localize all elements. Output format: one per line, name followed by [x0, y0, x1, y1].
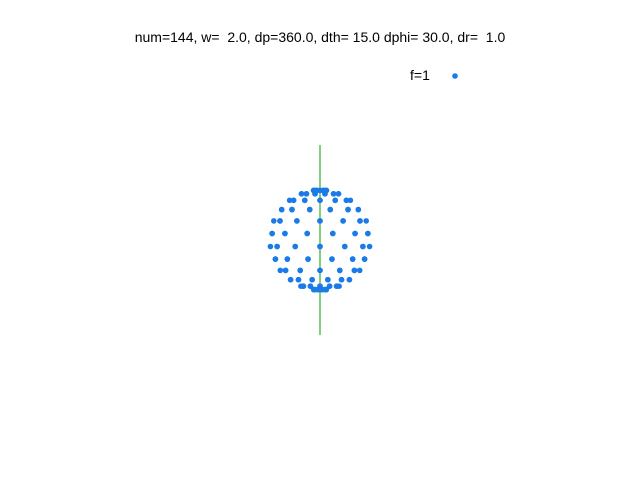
- data-point: [327, 206, 334, 213]
- data-point: [346, 276, 353, 283]
- data-point: [295, 276, 302, 283]
- data-point: [337, 267, 343, 274]
- data-point: [282, 230, 288, 237]
- data-point: [325, 276, 331, 283]
- legend-label: f=1: [410, 67, 430, 83]
- data-point: [338, 276, 345, 283]
- data-point: [317, 267, 323, 274]
- data-point: [360, 243, 366, 250]
- data-point: [277, 267, 284, 274]
- data-point: [303, 191, 310, 197]
- data-point: [330, 191, 337, 197]
- data-point: [329, 256, 335, 262]
- data-point: [302, 197, 308, 204]
- data-point: [333, 283, 340, 290]
- data-point: [269, 230, 275, 237]
- data-point: [366, 243, 373, 250]
- legend-marker: [452, 73, 458, 79]
- data-point: [290, 197, 297, 204]
- data-point: [317, 197, 323, 204]
- chart-title: num=144, w= 2.0, dp=360.0, dth= 15.0 dph…: [134, 29, 506, 45]
- data-point: [309, 276, 315, 283]
- data-point: [322, 191, 328, 197]
- data-point: [297, 267, 304, 274]
- data-point: [335, 191, 342, 197]
- data-point: [323, 286, 330, 293]
- data-point: [317, 218, 323, 224]
- data-point: [294, 218, 300, 224]
- data-point: [355, 206, 362, 213]
- data-point: [304, 230, 310, 237]
- data-point: [287, 276, 294, 283]
- data-point: [271, 218, 277, 224]
- data-point: [274, 243, 280, 250]
- data-point: [277, 218, 283, 224]
- data-point: [284, 256, 291, 262]
- data-point: [363, 218, 370, 224]
- data-point: [349, 256, 356, 262]
- data-point: [272, 256, 279, 262]
- data-point: [286, 197, 293, 204]
- data-point: [365, 230, 371, 237]
- data-point: [278, 206, 285, 213]
- data-point: [289, 206, 295, 213]
- data-point: [351, 267, 358, 274]
- data-point: [312, 191, 318, 197]
- data-point: [292, 243, 299, 250]
- data-point: [357, 218, 363, 224]
- data-point: [306, 206, 313, 213]
- data-point: [347, 197, 354, 204]
- data-point: [343, 197, 350, 204]
- data-point: [300, 283, 307, 290]
- data-point: [298, 191, 305, 197]
- data-point: [332, 197, 339, 204]
- data-point: [361, 256, 368, 262]
- data-point: [340, 218, 346, 224]
- data-point: [282, 267, 289, 274]
- data-point: [345, 206, 351, 213]
- data-point: [329, 230, 336, 237]
- data-point: [352, 230, 358, 237]
- legend: f=1: [410, 67, 430, 83]
- data-point: [317, 243, 323, 250]
- data-point: [267, 243, 274, 250]
- data-point: [305, 256, 311, 262]
- data-point: [356, 267, 363, 274]
- data-point: [342, 243, 348, 250]
